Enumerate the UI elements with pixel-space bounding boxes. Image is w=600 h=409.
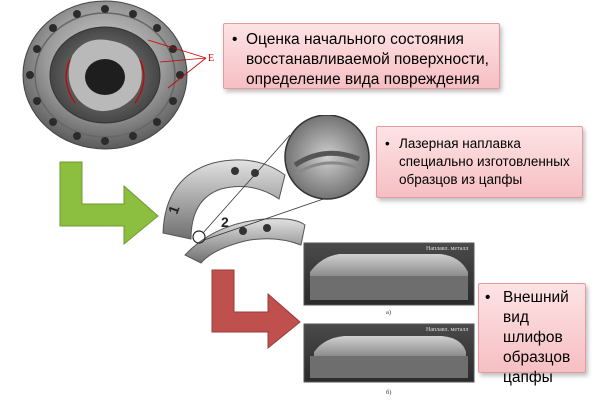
red-arrow (211, 269, 301, 350)
step1-item: • Оценка начального состояния восстанавли… (232, 30, 493, 90)
step2-textbox: • Лазерная наплавка специально изготовлен… (376, 126, 583, 198)
green-arrow (59, 161, 159, 245)
label-e: E (208, 53, 214, 64)
step1-textbox: • Оценка начального состояния восстанавли… (223, 23, 500, 89)
sample-label-2: 2 (221, 214, 229, 230)
step3-textbox: • Внешний вид шлифов образцов цапфы (478, 283, 586, 386)
step2-text: Лазерная наплавка специально изготовленн… (399, 136, 570, 187)
micro-label-a: Наплавл. металл (426, 246, 468, 252)
micrograph-photo: Наплавл. металл а) Наплавл. металл б) (303, 242, 475, 396)
step3-text: Внешний вид шлифов образцов цапфы (503, 289, 571, 386)
step3-item: • Внешний вид шлифов образцов цапфы (485, 288, 581, 388)
step1-text: Оценка начального состояния восстанавлив… (246, 31, 489, 88)
caption-b: б) (386, 389, 391, 396)
micro-label-b: Наплавл. металл (426, 327, 468, 333)
step2-item: • Лазерная наплавка специально изготовлен… (385, 135, 576, 189)
flange-photo: E (22, 0, 214, 150)
bullet: • (485, 289, 491, 306)
laser-samples-photo: 1 2 (162, 115, 370, 264)
caption-a: а) (386, 309, 391, 316)
bullet: • (385, 136, 390, 151)
bullet: • (232, 31, 238, 48)
